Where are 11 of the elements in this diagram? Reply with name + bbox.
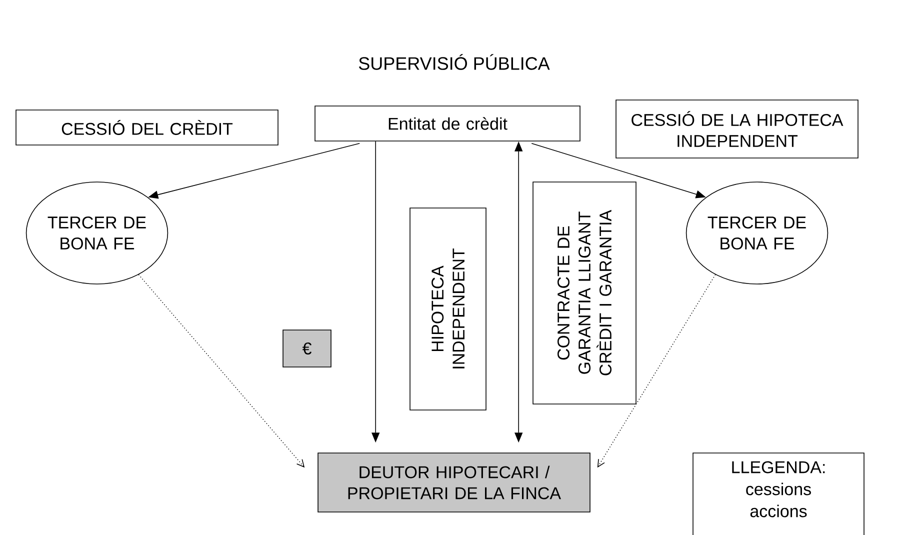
currency-box: €	[282, 330, 332, 368]
arrow	[597, 274, 716, 468]
legend-box: LLEGENDA: cessions accions	[692, 452, 864, 535]
arrow	[138, 274, 305, 468]
title: SUPERVISIÓ PÚBLICA	[358, 54, 550, 70]
label-box: HIPOTECA INDEPENDENT	[410, 208, 486, 410]
process-box: DEUTOR HIPOTECARI / PROPIETARI DE LA FINCA	[318, 452, 590, 512]
label-box: CONTRACTE DE GARANTIA LLIGANT CRÈDIT I GARANTIA	[532, 182, 636, 404]
process-box: Entitat de crèdit	[314, 106, 580, 142]
label-box: CESSIÓ DEL CRÈDIT	[16, 110, 278, 146]
label-box: CESSIÓ DE LA HIPOTECA INDEPENDENT	[616, 100, 858, 158]
